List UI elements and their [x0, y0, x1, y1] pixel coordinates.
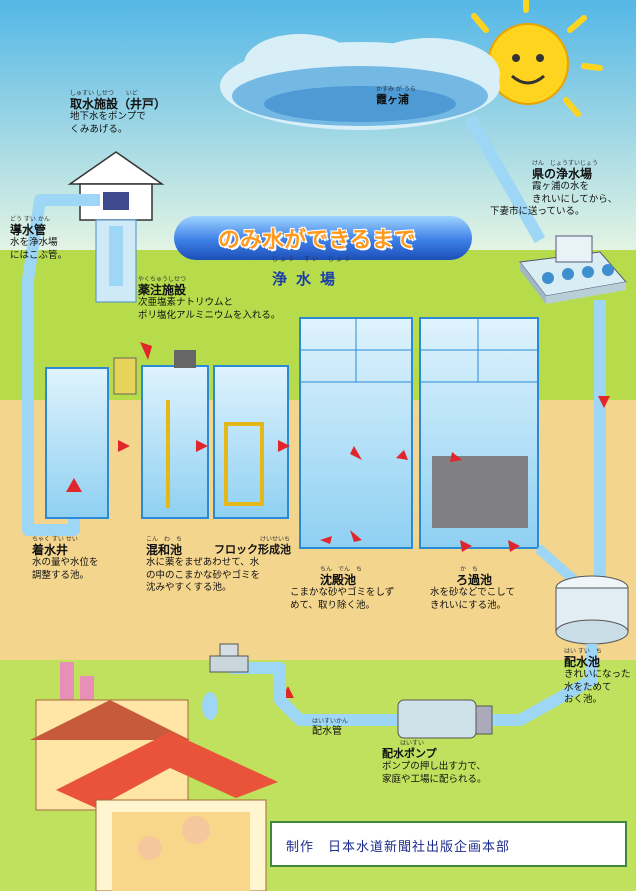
label-reservoir: はい すい ち 配水池 きれいになった 水をためて おく池。 — [564, 648, 631, 705]
arrow-icon — [460, 540, 472, 552]
pump-icon — [397, 699, 493, 739]
arrow-icon — [508, 540, 520, 552]
label-intake: しゅすい しせつ いど 取水施設（井戸） 地下水をポンプで くみあげる。 — [70, 90, 167, 135]
label-sedimentation: ちん でん ち 沈殿池 こまかな砂やゴミをしず めて、取り除く池。 — [290, 566, 395, 611]
arrow-icon — [320, 536, 332, 544]
title-banner: のみ水ができるまで — [174, 216, 472, 260]
label-conduit: どう すい かん 導水管 水を浄水場 にはこぶ管。 — [10, 216, 68, 261]
label-prefectural: けん じょうすいじょう 県の浄水場 霞ヶ浦の水を きれいにしてから、 下妻市に送… — [490, 160, 618, 217]
arrow-icon — [350, 446, 362, 460]
label-filter: か ち ろ過池 水を砂などでこして きれいにする池。 — [430, 566, 516, 611]
well-house-icon — [67, 151, 165, 303]
pipe-filter-to-reservoir — [534, 544, 578, 584]
plant-title: 浄水場 — [272, 270, 345, 288]
pipe-distribution — [230, 644, 598, 726]
label-receiving-well: ちゃく すい せい 着水井 水の量や水位を 調整する池。 — [32, 536, 99, 581]
reservoir-tank-icon — [555, 575, 629, 645]
houses-icon — [30, 662, 278, 891]
label-kasumigaura: かすみ が うら 霞ヶ浦 — [376, 86, 416, 106]
treatment-basins — [45, 317, 539, 549]
arrow-icon — [118, 440, 130, 452]
banner-title: のみ水ができるまで — [218, 228, 416, 253]
label-distribution-pipe: はいすいかん 配水管 — [312, 718, 349, 737]
arrow-icon — [598, 396, 610, 408]
pipe-conduit — [22, 194, 100, 536]
arrow-icon — [396, 450, 408, 460]
flow-arrows — [66, 342, 610, 698]
kasumigaura-lake — [220, 34, 500, 130]
arrow-icon — [66, 478, 82, 492]
faucet-icon — [202, 643, 249, 720]
pipe-lake-to-prefectural — [464, 115, 546, 243]
label-floc: けいせいち フロック形成池 — [214, 536, 291, 556]
prefectural-plant-icon — [519, 235, 627, 304]
arrow-icon — [196, 440, 208, 452]
arrow-icon — [140, 342, 152, 360]
arrow-icon — [278, 440, 290, 452]
label-pump: はいすい 配水ポンプ ポンプの押し出す力で、 家庭や工場に配られる。 — [382, 740, 487, 785]
label-chemical: やくちゅうしせつ 薬注施設 次亜塩素ナトリウムと ポリ塩化アルミニウムを入れる。 — [138, 276, 281, 321]
credit-text: 制作 日本水道新聞社出版企画本部 — [286, 840, 511, 855]
plant-title-reading: じょう すい じょう — [272, 256, 353, 263]
arrow-icon — [350, 530, 362, 542]
label-mixing: こん わ ち 混和池 水に薬をまぜあわせて、水 の中のこまかな砂やゴミを 沈みや… — [146, 536, 261, 593]
credit-box: 制作 日本水道新聞社出版企画本部 — [270, 821, 627, 867]
arrow-icon — [450, 452, 462, 462]
